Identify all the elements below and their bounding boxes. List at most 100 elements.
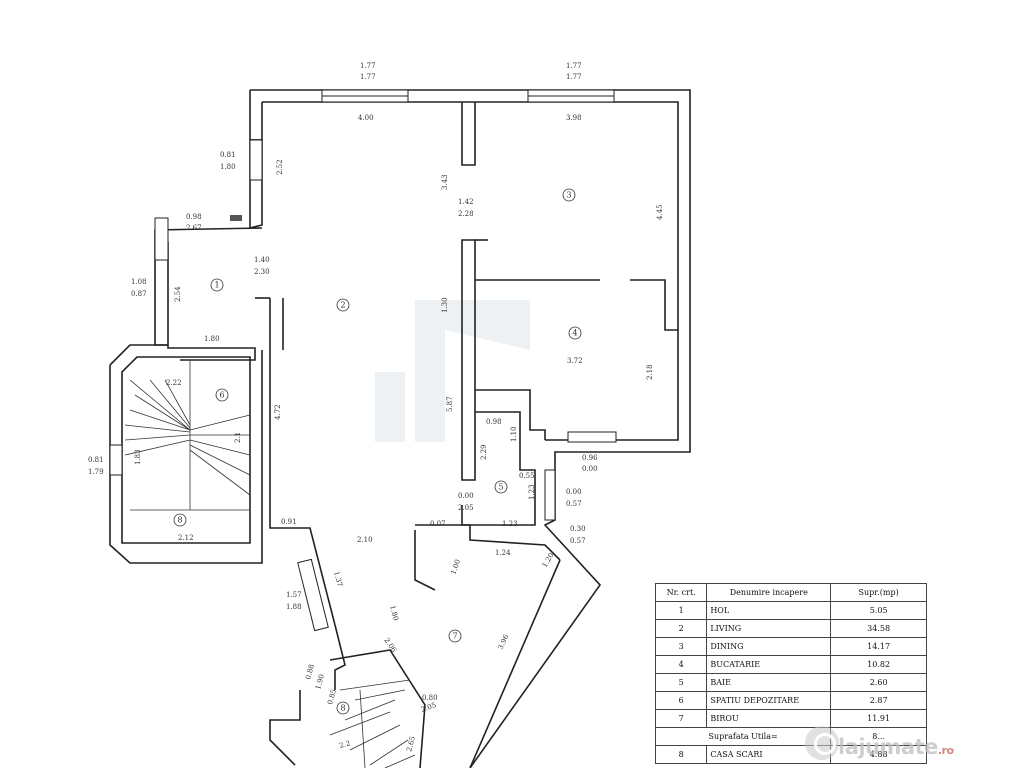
dim-label: 1.23 [528,484,536,500]
dim-label: 1.77 [360,62,376,70]
dim-label: 4.45 [656,204,664,220]
dim-label: 2.10 [357,536,373,544]
table-row: 7 BIROU 11.91 [654,709,927,728]
svg-text:4: 4 [572,329,577,338]
svg-text:2: 2 [340,301,345,310]
dim-label: 5.87 [446,396,454,412]
legend-header-area: Supr.(mp) [830,583,927,602]
staircase-left [124,360,251,511]
legend-header-name: Denumire incapere [706,583,832,602]
dim-label: 1.30 [441,297,449,313]
dim-label: 1.37 [332,570,344,587]
svg-text:5: 5 [498,483,503,492]
table-row: 8 CASA SCARI 4.88 [654,745,927,764]
dim-label: 0.07 [430,520,446,528]
dim-label: 3.96 [497,633,511,651]
room-marker-8b: 8 [336,701,350,715]
walls [109,89,691,768]
dim-label: 2.06 [382,637,398,655]
dim-label: 2.30 [254,268,270,276]
dim-label: 0.30 [570,525,586,533]
dim-label: 1.00 [449,558,462,575]
svg-text:7: 7 [452,632,457,641]
entry-door [230,215,242,221]
dim-label: 0.00 [582,465,598,473]
watermark-logo [375,300,530,442]
dim-label: 2.1 [234,432,242,443]
room-marker-8a: 8 [173,513,187,527]
dim-label: 1.40 [254,256,270,264]
table-row: 2 LIVING 34.58 [654,619,927,638]
dim-label: 0.80 [422,694,438,702]
dim-label: 2.18 [646,364,654,380]
dim-label: 1.23 [502,520,518,528]
table-row: 6 SPATIU DEPOZITARE 2.87 [654,691,927,710]
dim-label: 0.88 [304,663,316,680]
dim-label: 0.96 [582,454,598,462]
dim-label: 0.87 [131,290,147,298]
dim-label: 2.65 [405,735,417,752]
dim-label: 2.67 [186,224,202,232]
svg-text:8: 8 [177,516,182,525]
svg-text:6: 6 [219,391,224,400]
dim-label: 0.98 [186,213,202,221]
dim-label: 3.72 [567,357,583,365]
table-row: 4 BUCATARIE 10.82 [654,655,927,674]
room-marker-1: 1 [210,278,224,292]
svg-text:8: 8 [340,704,345,713]
dim-label: 2.05 [458,504,474,512]
legend-header-nr: Nr. crt. [654,583,708,602]
dim-label: 0.00 [458,492,474,500]
dim-label: 0.57 [566,500,582,508]
room-markers: 1 2 3 4 5 6 7 8 8 [173,188,582,715]
dim-label: 1.83 [134,449,142,465]
dim-label: 2.22 [166,379,182,387]
dim-label: 4.72 [274,404,282,420]
dim-label: 2.29 [480,444,488,460]
room-marker-2: 2 [336,298,350,312]
dim-label: 1.10 [510,426,518,442]
legend-total-row: Suprafata Utila= 8... [654,727,927,746]
windows [109,89,617,632]
dim-label: 1.57 [286,591,302,599]
site-watermark: lajumate.ro [838,735,954,759]
dim-label: 2.54 [174,286,182,302]
dim-label: 1.08 [131,278,147,286]
dim-label: 0.55 [519,472,535,480]
svg-text:1: 1 [214,281,219,290]
svg-text:3: 3 [566,191,571,200]
dim-label: 1.77 [566,62,582,70]
room-marker-4: 4 [568,326,582,340]
dim-label: 1.80 [388,604,400,621]
dim-label: 1.80 [220,163,236,171]
dim-label: 2.52 [276,159,284,175]
dim-label: 0.81 [88,456,104,464]
dim-label: 1.79 [88,468,104,476]
dim-label: 2.2 [338,739,351,750]
watermark-tld: .ro [937,744,954,757]
dim-label: 0.91 [281,518,297,526]
dim-label: 4.00 [358,114,374,122]
dim-label: 3.98 [566,114,582,122]
table-row: 5 BAIE 2.60 [654,673,927,692]
table-row: 1 HOL 5.05 [654,601,927,620]
staircase-bottom [329,679,416,768]
room-marker-5: 5 [494,480,508,494]
dim-label: 2.05 [420,701,437,714]
watermark-icon [805,726,839,760]
dim-label: 0.81 [220,151,236,159]
dim-label: 3.43 [441,174,449,190]
legend-header-row: Nr. crt. Denumire incapere Supr.(mp) [654,583,927,602]
dim-label: 1.80 [204,335,220,343]
table-row: 3 DINING 14.17 [654,637,927,656]
room-marker-6: 6 [215,388,229,402]
dim-label: 0.57 [570,537,586,545]
dim-label: 2.12 [178,534,194,542]
dim-label: 0.85 [326,688,338,705]
dim-label: 1.42 [458,198,474,206]
dim-label: 1.88 [286,603,302,611]
rooms-legend-table: Nr. crt. Denumire incapere Supr.(mp) 1 H… [654,583,927,764]
dim-label: 1.77 [360,73,376,81]
dim-label: 1.24 [495,549,511,557]
